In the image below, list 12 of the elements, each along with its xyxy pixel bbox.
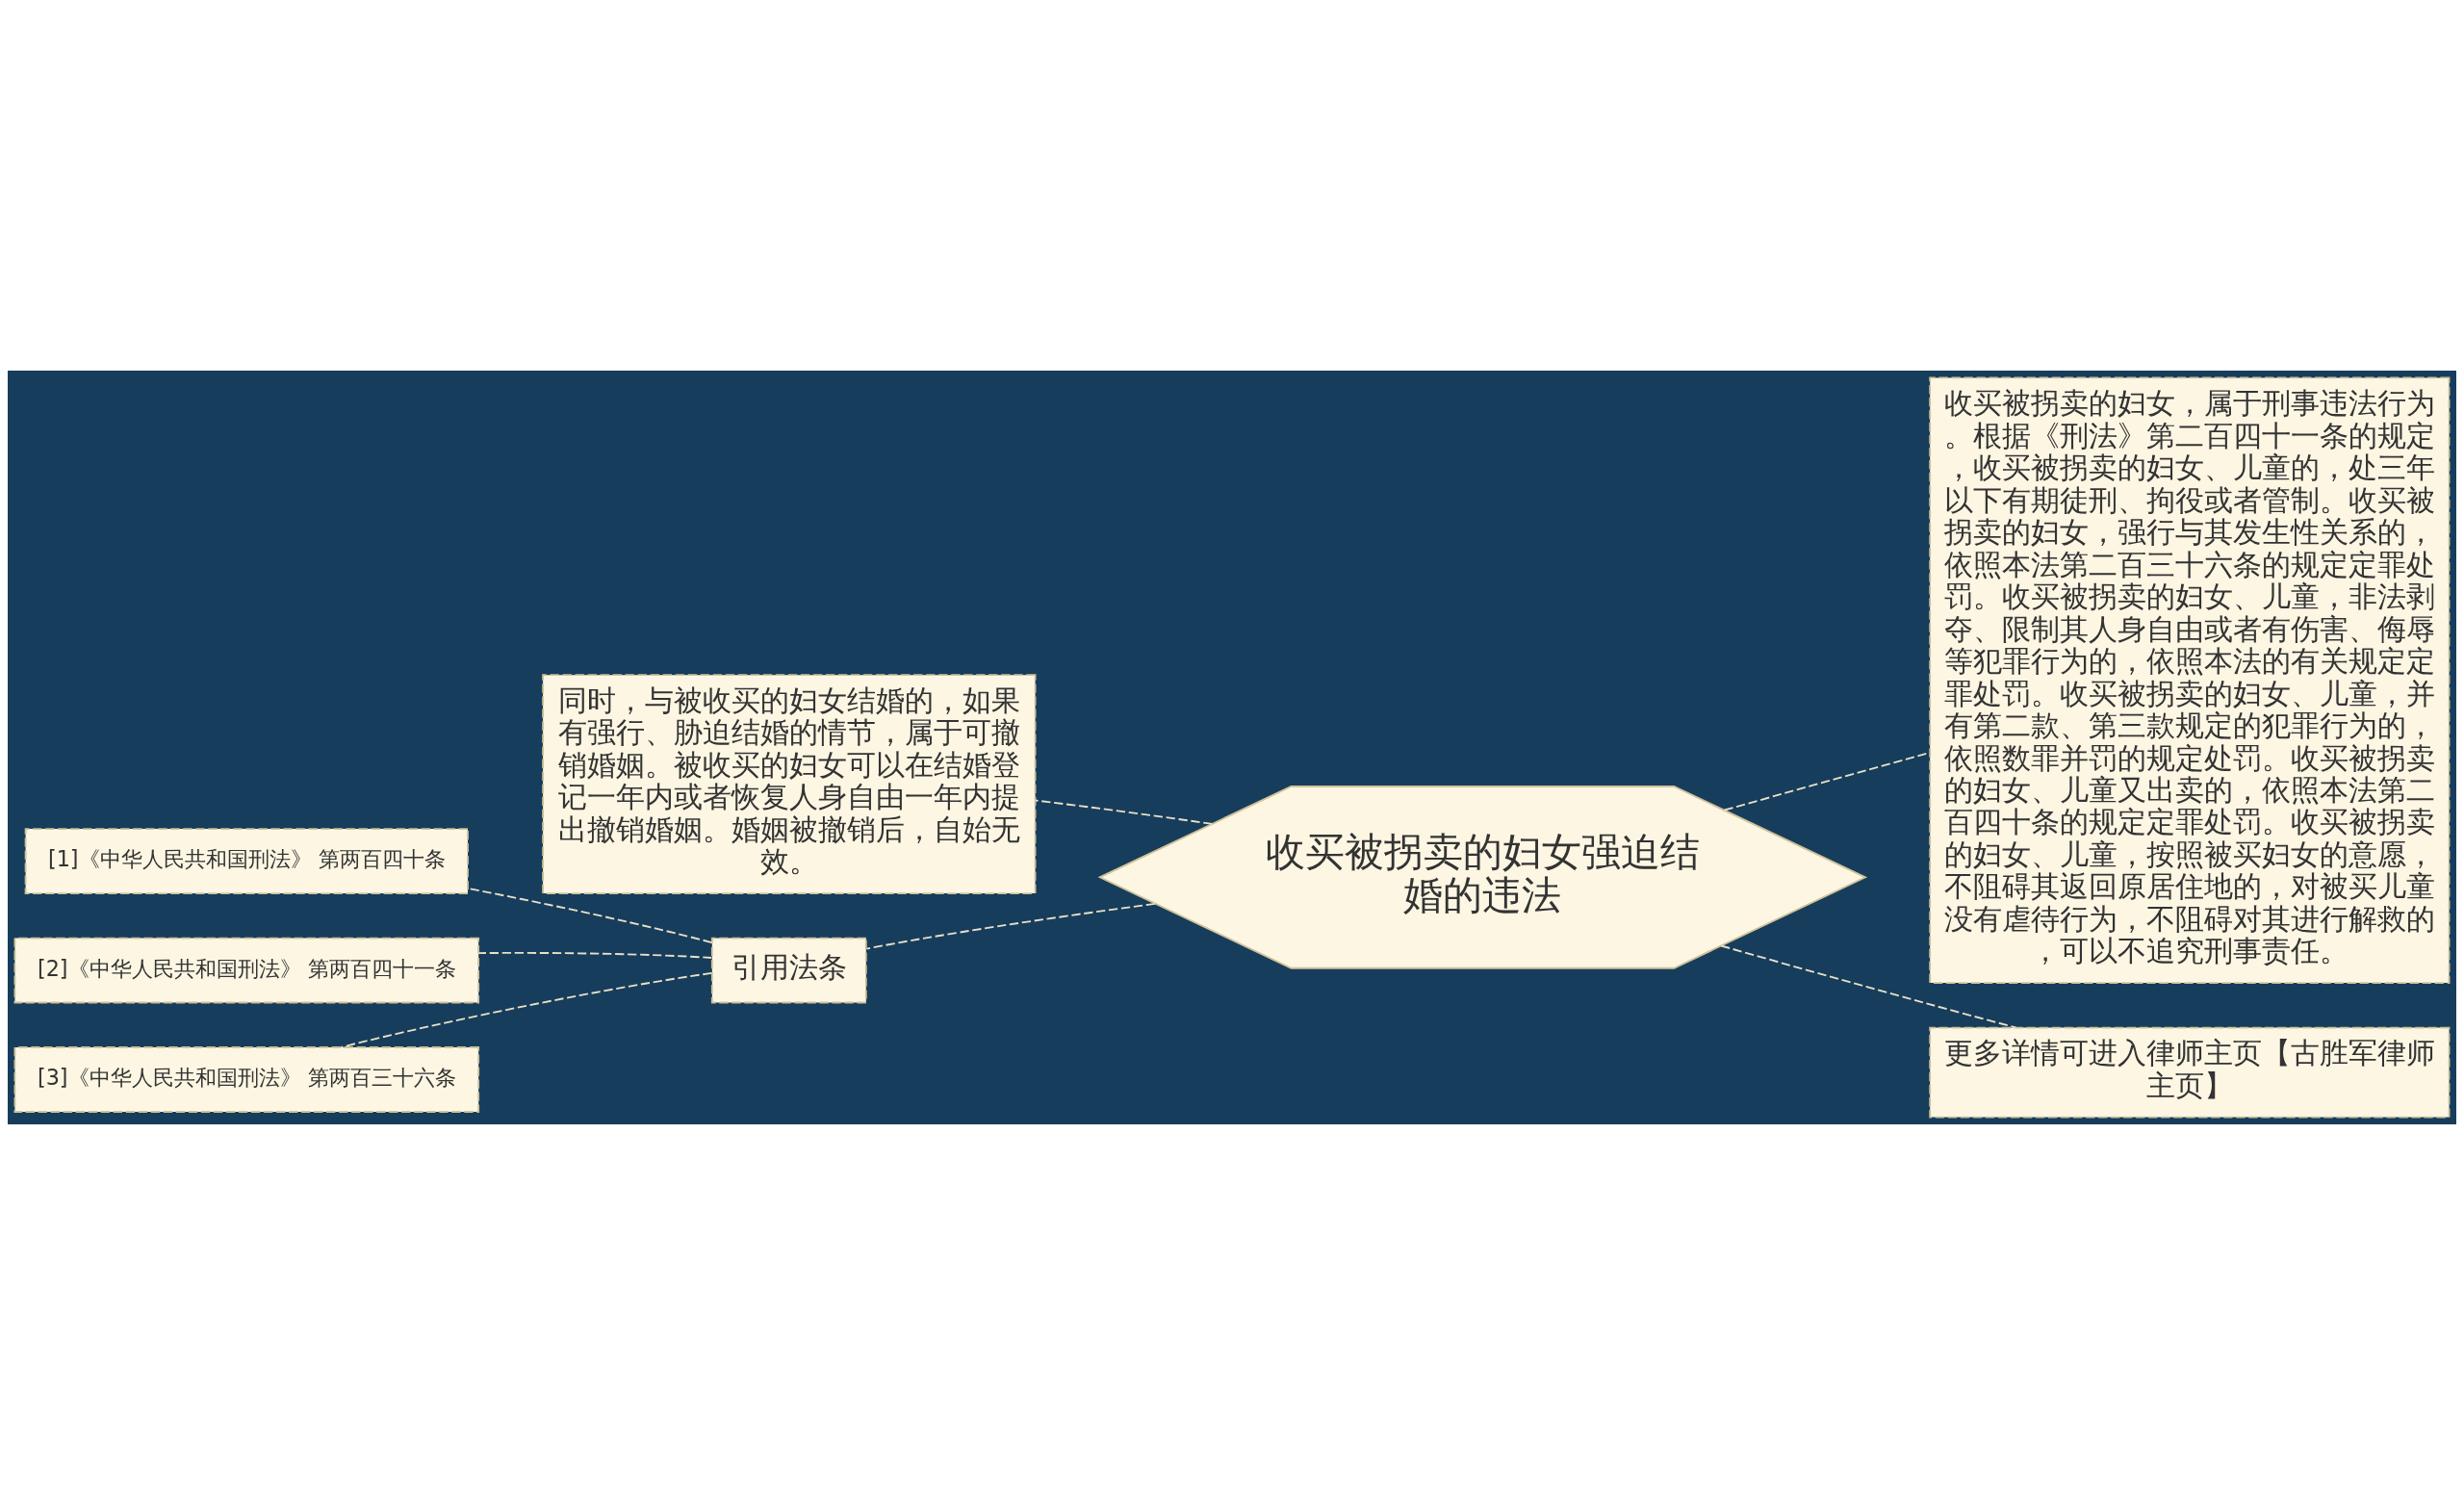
node-box: 更多详情可进入律师主页【古胜军律师主页】: [1929, 1026, 2451, 1118]
node-box: [1]《中华人民共和国刑法》 第两百四十条: [24, 827, 469, 894]
connector: [1035, 799, 1214, 825]
connector: [477, 951, 713, 959]
node-box: 引用法条: [710, 937, 867, 1003]
node-box: 同时，与被收买的妇女结婚的，如果有强行、胁迫结婚的情节，属于可撤销婚姻。被收买的妇女可以在结婚登记一年内或者恢复人身自由一年内提出撤销婚姻。婚姻被撤销后，自始无效。: [542, 673, 1037, 894]
connector: [1720, 944, 2017, 1028]
node-box: [2]《中华人民共和国刑法》 第两百四十一条: [13, 937, 480, 1003]
node-box: 收买被拐卖的妇女，属于刑事违法行为。根据《刑法》第二百四十一条的规定，收买被拐卖的妇女、儿童的，处三年以下有期徒刑、拘役或者管制。收买被拐卖的妇女，强行与其发生性关系的，依照本法第二百三十六条的规定定罪处罚。收买被拐卖的妇女、儿童，非法剥夺、限制其人身自由或者有伤害、侮辱等犯罪行为的，依照本法的有关规定定罪处罚。收买被拐卖的妇女、儿童，并有第二款、第三款规定的犯罪行为的，依照数罪并罚的规定处罚。收买被拐卖的妇女、儿童又出卖的，依照本法第二百四十条的规定定罪处罚。收买被拐卖的妇女、儿童，按照被买妇女的意愿，不阻碍其返回原居住地的，对被买儿童没有虐待行为，不阻碍对其进行解救的，可以不追究刑事责任。: [1929, 376, 2451, 984]
connector: [340, 971, 713, 1048]
connector: [865, 902, 1156, 949]
node-box: [3]《中华人民共和国刑法》 第两百三十六条: [13, 1045, 480, 1113]
